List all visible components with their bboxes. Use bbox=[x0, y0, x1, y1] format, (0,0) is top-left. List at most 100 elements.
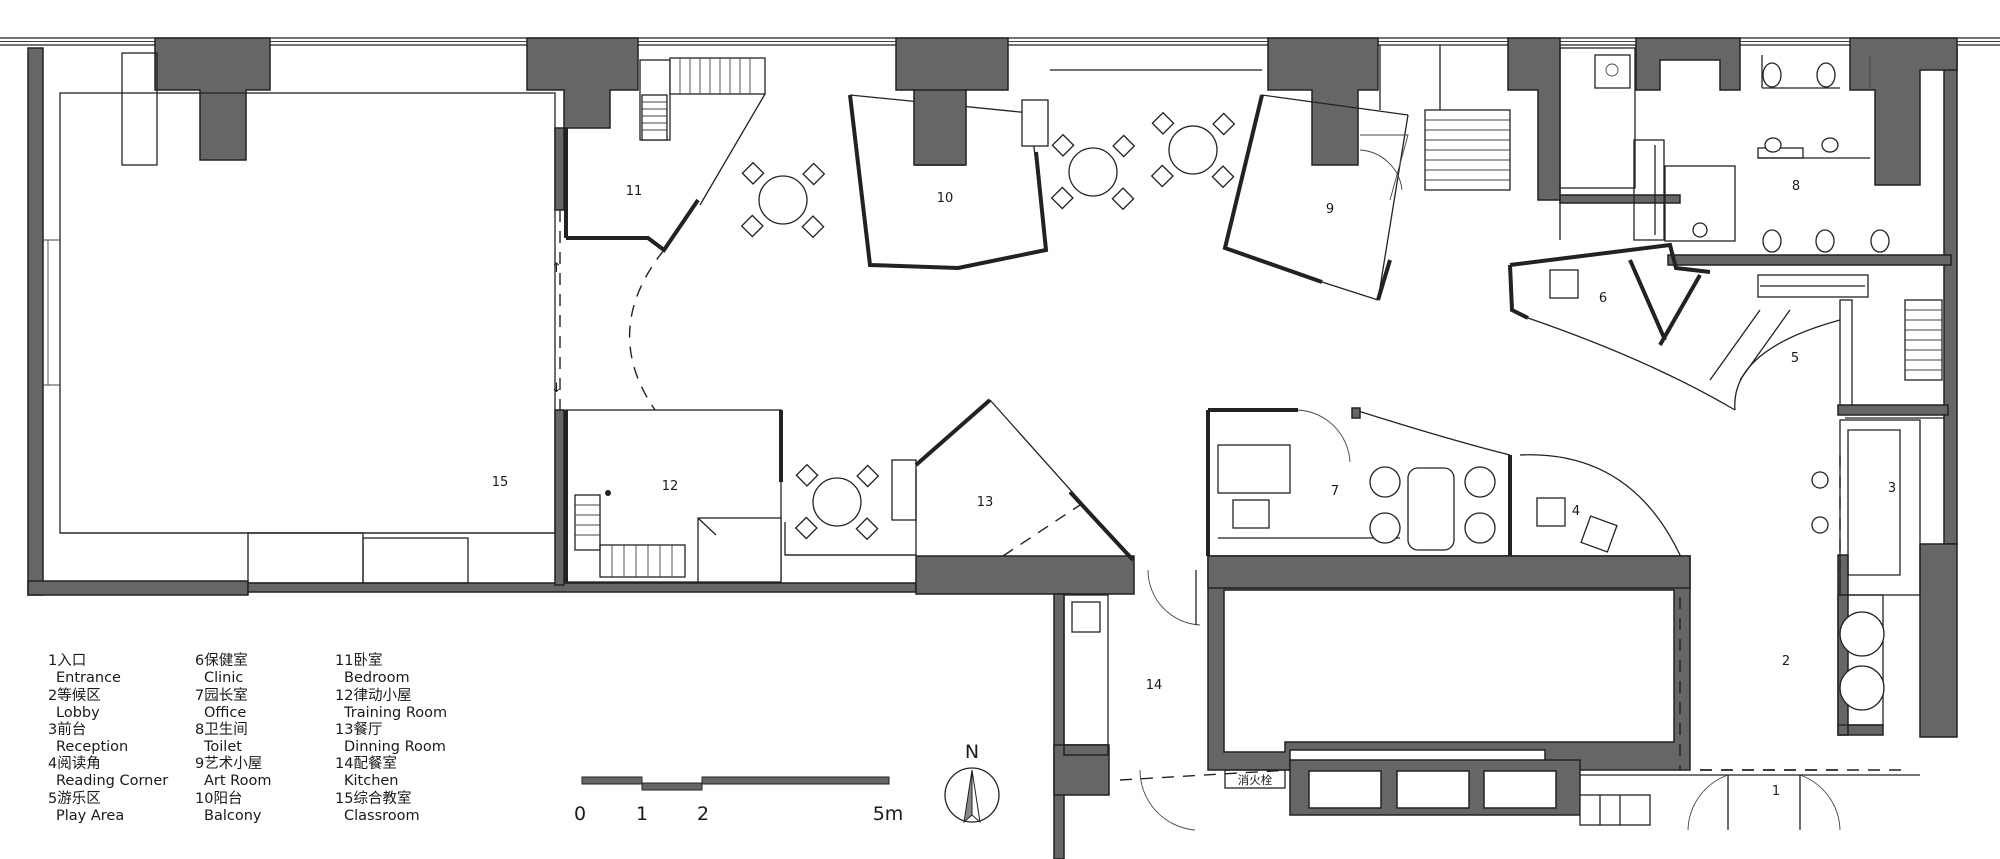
legend-item-3-cn: 3前台 bbox=[48, 721, 86, 738]
stair-icon bbox=[574, 494, 686, 578]
svg-text:↓: ↓ bbox=[551, 381, 562, 396]
room-label-4: 4 bbox=[1572, 504, 1580, 519]
legend-item-11-en: Bedroom bbox=[344, 670, 410, 686]
chair-icon bbox=[801, 215, 825, 239]
legend-item-13-en: Dinning Room bbox=[344, 739, 446, 755]
room-toilet-8 bbox=[1559, 47, 1952, 266]
room-classroom-15: ↑ ↓ bbox=[43, 52, 565, 586]
room-label-5: 5 bbox=[1791, 351, 1799, 366]
room-label-11: 11 bbox=[626, 184, 643, 199]
chair-icon bbox=[795, 463, 819, 487]
legend-item-5-cn: 5游乐区 bbox=[48, 790, 101, 807]
scale-label-0: 0 bbox=[574, 803, 586, 825]
room-bedroom-11 bbox=[564, 57, 766, 411]
exterior-walls bbox=[27, 47, 1958, 859]
legend-item-7-en: Office bbox=[204, 705, 246, 721]
legend-item-7-cn: 7园长室 bbox=[195, 687, 248, 704]
chair-icon bbox=[1051, 133, 1075, 157]
scale-label-5m: 5m bbox=[873, 803, 904, 825]
chair-icon bbox=[1232, 499, 1270, 529]
chair-icon bbox=[856, 464, 880, 488]
legend-item-12-en: Training Room bbox=[343, 705, 447, 721]
room-art-9 bbox=[1050, 69, 1409, 301]
chair-icon bbox=[1151, 111, 1175, 135]
room-number-labels: 1 2 3 4 5 6 7 8 9 10 11 12 13 14 15 bbox=[492, 179, 1896, 799]
north-arrow-icon: N bbox=[944, 741, 1000, 824]
room-label-15: 15 bbox=[492, 475, 509, 490]
legend-item-11-cn: 11卧室 bbox=[335, 652, 382, 669]
room-label-8: 8 bbox=[1792, 179, 1800, 194]
legend-item-8-cn: 8卫生间 bbox=[195, 721, 248, 738]
scale-label-1: 1 bbox=[636, 803, 648, 825]
table-set-4 bbox=[794, 463, 880, 541]
scale-label-2: 2 bbox=[697, 803, 709, 825]
room-label-10: 10 bbox=[937, 191, 954, 206]
legend-item-10-cn: 10阳台 bbox=[195, 790, 242, 807]
room-label-9: 9 bbox=[1326, 202, 1334, 217]
room-reading-4 bbox=[1519, 454, 1681, 556]
legend-item-9-cn: 9艺术小屋 bbox=[195, 755, 262, 772]
legend-item-10-en: Balcony bbox=[204, 808, 262, 824]
chair-icon bbox=[802, 162, 826, 186]
legend-item-2-en: Lobby bbox=[56, 705, 100, 721]
legend-item-4-cn: 4阅读角 bbox=[48, 755, 101, 772]
chair-icon bbox=[1150, 164, 1174, 188]
room-label-3: 3 bbox=[1888, 481, 1896, 496]
chair-icon bbox=[1050, 186, 1074, 210]
table-set-2 bbox=[1050, 133, 1136, 211]
table-set-1 bbox=[740, 161, 826, 239]
room-label-12: 12 bbox=[662, 479, 679, 494]
room-label-6: 6 bbox=[1599, 291, 1607, 306]
table-icon bbox=[812, 477, 862, 527]
legend-item-9-en: Art Room bbox=[204, 773, 271, 789]
chair-icon bbox=[855, 517, 879, 541]
chair-icon bbox=[1112, 134, 1136, 158]
svg-text:↑: ↑ bbox=[551, 261, 562, 276]
sink-icon bbox=[1594, 54, 1631, 89]
legend-item-14-cn: 14配餐室 bbox=[335, 755, 397, 772]
chair-icon bbox=[1369, 466, 1496, 544]
room-training-12 bbox=[564, 409, 783, 583]
stair-icon bbox=[641, 94, 668, 141]
legend-item-2-cn: 2等候区 bbox=[48, 686, 101, 704]
room-play-5 bbox=[1709, 274, 1949, 419]
dining-furniture bbox=[740, 111, 1236, 541]
chair-icon bbox=[1211, 165, 1235, 189]
sink-icon bbox=[1071, 601, 1101, 633]
legend-item-12-cn: 12律动小屋 bbox=[335, 687, 411, 704]
fire-hydrant-label: 消火栓 bbox=[1238, 773, 1273, 787]
room-entrance-1 bbox=[1579, 774, 1920, 831]
legend-item-14-en: Kitchen bbox=[344, 773, 399, 789]
legend-item-15-cn: 15综合教室 bbox=[335, 790, 411, 807]
legend-item-4-en: Reading Corner bbox=[56, 773, 168, 789]
legend-item-1-en: Entrance bbox=[56, 670, 121, 686]
legend-item-1-cn: 1入口 bbox=[48, 653, 86, 669]
legend-item-6-en: Clinic bbox=[204, 670, 243, 686]
room-label-7: 7 bbox=[1331, 484, 1339, 499]
legend-item-5-en: Play Area bbox=[56, 808, 124, 824]
stair-icon bbox=[1904, 299, 1943, 381]
scale-bar: 0 1 2 5m bbox=[574, 776, 904, 825]
legend-item-15-en: Classroom bbox=[344, 808, 420, 824]
room-label-13: 13 bbox=[977, 495, 994, 510]
legend-item-13-cn: 13餐厅 bbox=[335, 721, 382, 738]
stair-icon bbox=[1379, 45, 1511, 191]
table-icon bbox=[1168, 125, 1218, 175]
north-label: N bbox=[965, 741, 979, 763]
legend-item-3-en: Reception bbox=[56, 739, 128, 755]
chair-icon bbox=[1212, 112, 1236, 136]
chair-icon bbox=[794, 516, 818, 540]
table-icon bbox=[758, 175, 808, 225]
legend: 1入口 Entrance 2等候区 Lobby 3前台 Reception 4阅… bbox=[48, 652, 447, 824]
room-clinic-6 bbox=[1508, 242, 1736, 411]
room-label-1: 1 bbox=[1772, 784, 1780, 799]
room-balcony-10 bbox=[848, 89, 1049, 271]
room-office-7 bbox=[1206, 407, 1691, 589]
room-kitchen-14: 消火栓 bbox=[1063, 594, 1291, 831]
legend-item-6-cn: 6保健室 bbox=[195, 652, 248, 669]
toilet-icon bbox=[1762, 62, 1890, 253]
chair-icon bbox=[1811, 471, 1829, 534]
room-lobby-2 bbox=[1679, 555, 1910, 771]
table-icon bbox=[1407, 467, 1455, 551]
